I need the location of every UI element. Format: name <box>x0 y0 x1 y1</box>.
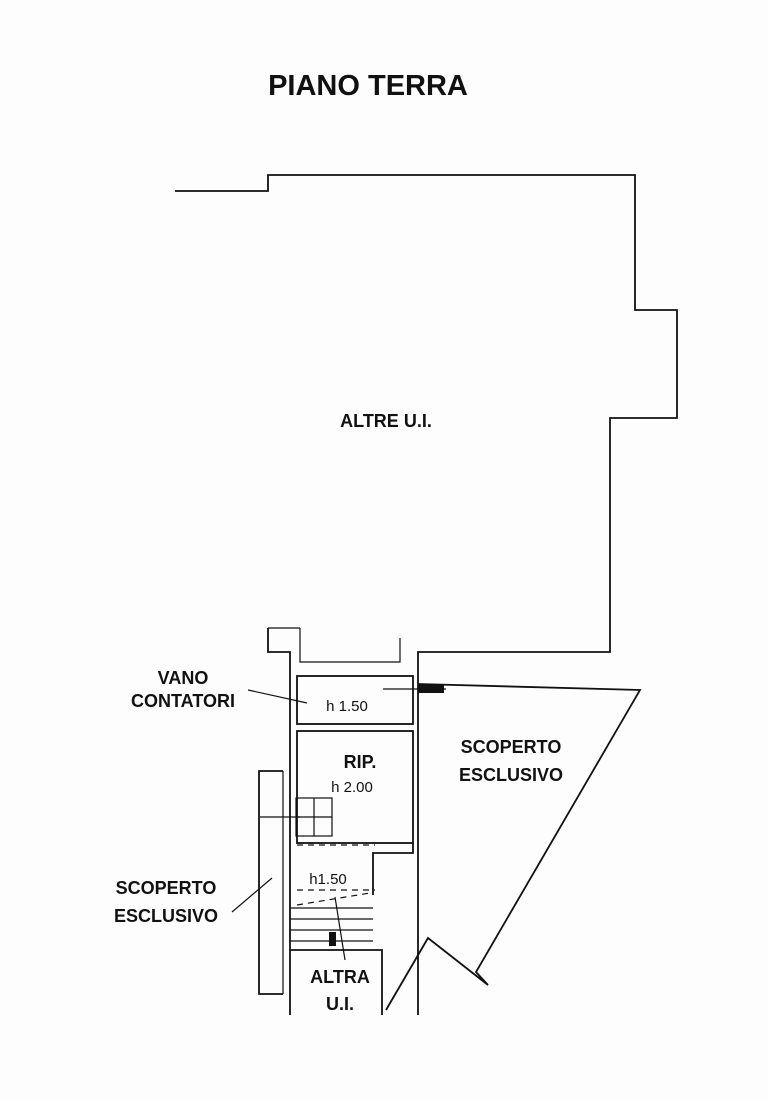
scoperto-right-2: ESCLUSIVO <box>459 765 563 785</box>
vano-contatori-room <box>296 675 414 725</box>
altra-ui-2: U.I. <box>326 994 354 1014</box>
rip-height: h 2.00 <box>331 779 373 796</box>
meter-mark <box>418 684 444 693</box>
altra-ui-outline <box>290 949 383 1015</box>
ripostiglio-room <box>296 730 414 844</box>
plan-title: PIANO TERRA <box>268 70 468 102</box>
scoperto-left-1: SCOPERTO <box>116 878 217 898</box>
core-notch <box>267 628 291 1015</box>
vano-label-1: VANO <box>158 668 209 688</box>
vano-leader <box>247 689 308 704</box>
altre-ui-outline <box>175 174 678 1015</box>
step-marker <box>329 932 336 946</box>
rip-label: RIP. <box>344 752 377 772</box>
scoperto-right-1: SCOPERTO <box>461 737 562 757</box>
scoperto-left-2: ESCLUSIVO <box>114 906 218 926</box>
scoperto-left-outline <box>258 770 283 995</box>
core-notch-inner <box>299 628 401 663</box>
altre-ui-label: ALTRE U.I. <box>340 411 432 431</box>
altra-ui-1: ALTRA <box>310 967 370 987</box>
stair-height: h1.50 <box>309 871 347 888</box>
stair-wall <box>372 843 414 895</box>
vano-label-2: CONTATORI <box>131 691 235 711</box>
scoperto-left-leader <box>231 877 273 913</box>
scoperto-right-outline <box>385 683 642 1011</box>
stair-dash-3 <box>296 892 371 906</box>
vano-height: h 1.50 <box>326 698 368 715</box>
